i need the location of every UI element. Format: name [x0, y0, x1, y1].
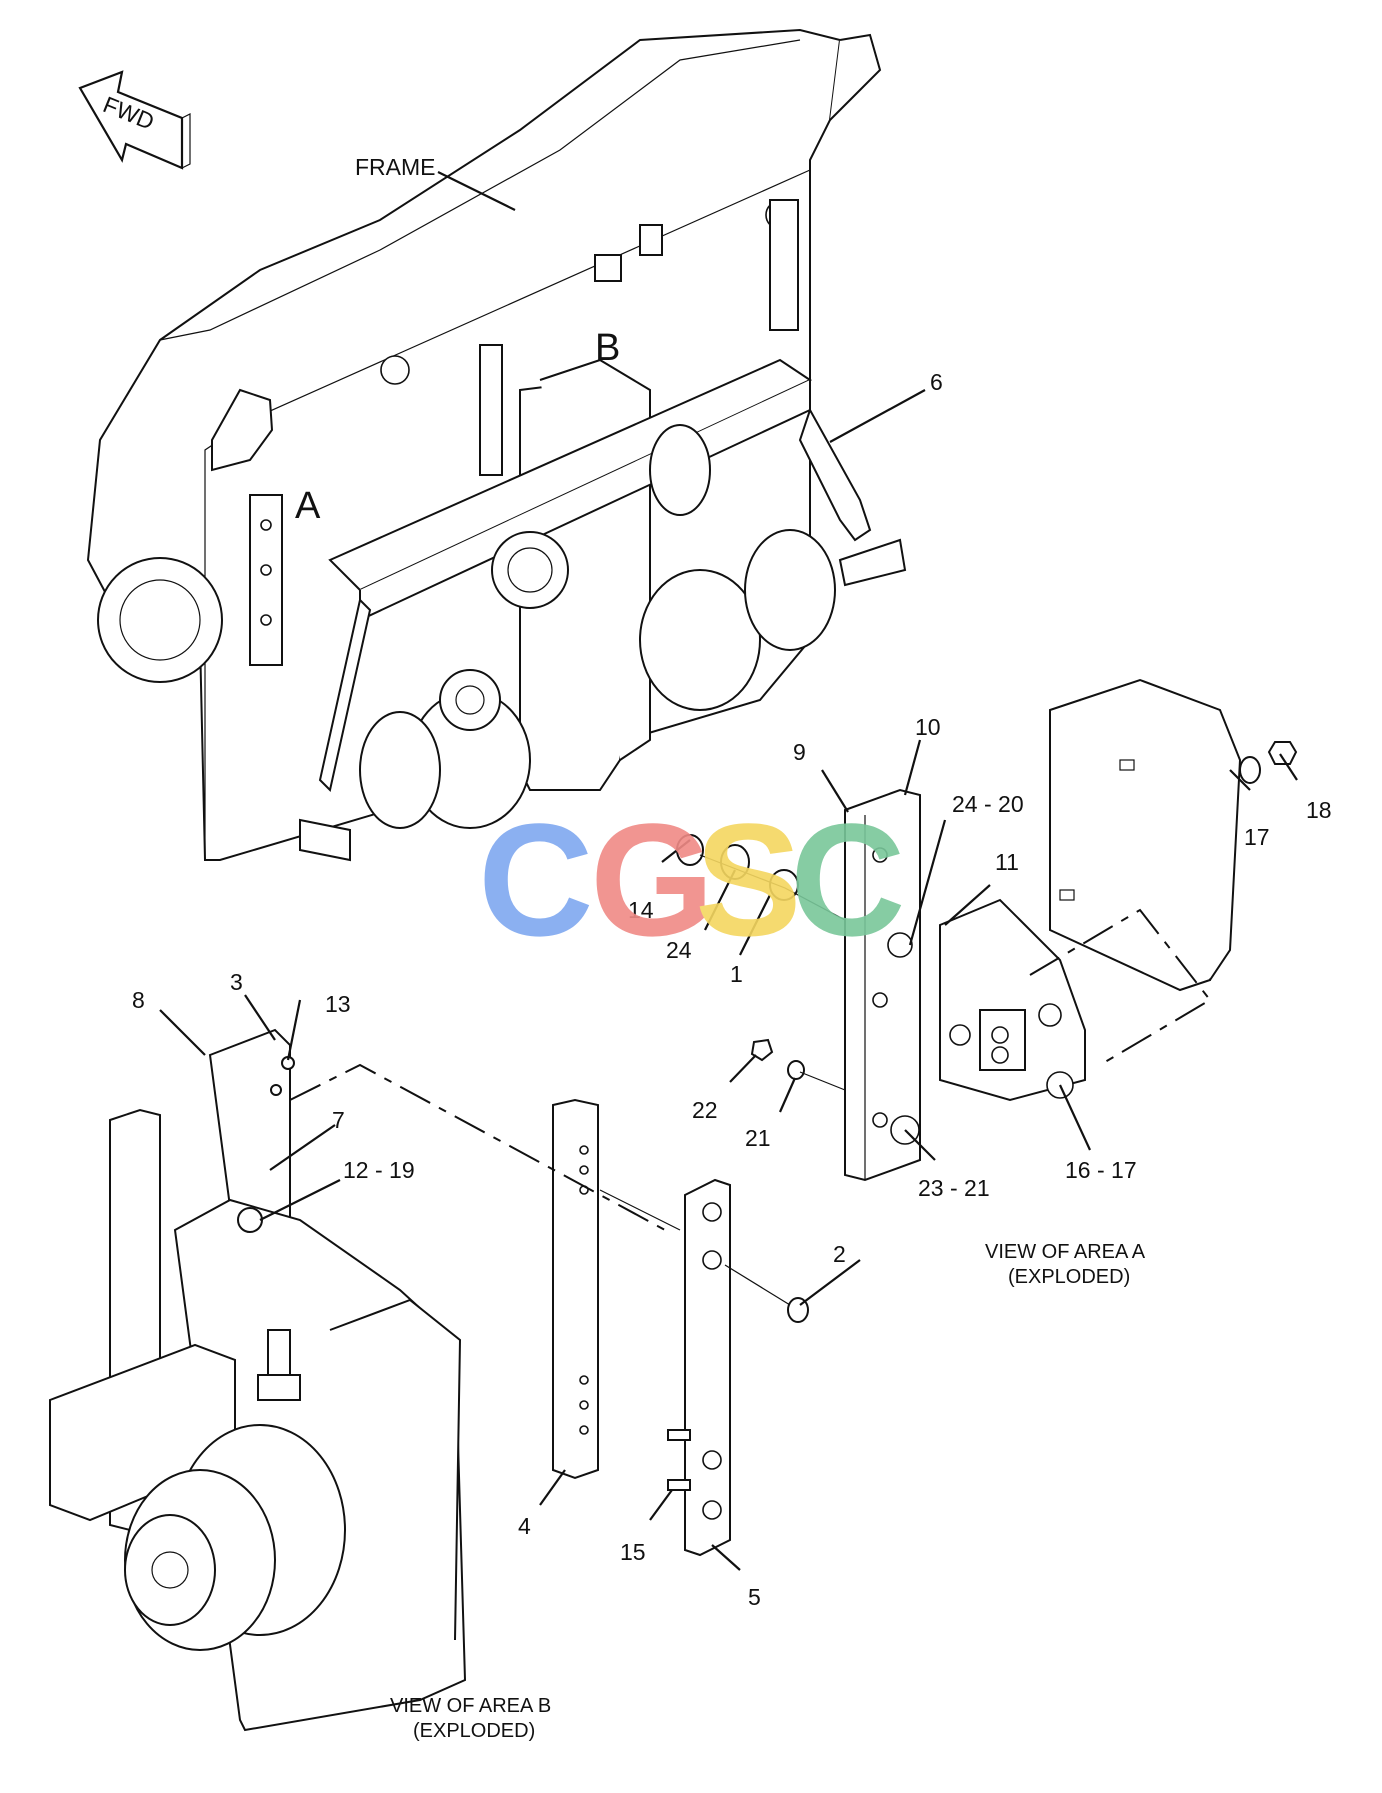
watermark-letter-2: G [590, 790, 714, 969]
callout-9: 9 [793, 739, 806, 765]
area-a-exploded [676, 678, 1298, 1182]
watermark-letter-4: C [790, 790, 906, 969]
leader-lines [159, 171, 1298, 1571]
callout-18: 18 [1306, 797, 1332, 823]
callout-1: 1 [730, 961, 743, 987]
callout-13: 13 [325, 991, 351, 1017]
callout-24-20: 24 - 20 [952, 791, 1024, 817]
fwd-arrow-icon: FWD [78, 70, 191, 170]
callout-21: 21 [745, 1125, 771, 1151]
callout-22: 22 [692, 1097, 718, 1123]
callout-24: 24 [666, 937, 692, 963]
callout-12-19: 12 - 19 [343, 1157, 415, 1183]
area-b-label: B [595, 327, 620, 369]
callout-4: 4 [518, 1513, 531, 1539]
area-a-label: A [295, 485, 321, 527]
callout-10: 10 [915, 714, 941, 740]
callout-2: 2 [833, 1241, 846, 1267]
callout-17: 17 [1244, 824, 1270, 850]
callout-16-17: 16 - 17 [1065, 1157, 1137, 1183]
view-b-line2: (EXPLODED) [413, 1720, 535, 1742]
frame-label: FRAME [355, 154, 436, 180]
fwd-label: FWD [100, 91, 158, 135]
callout-3: 3 [230, 969, 243, 995]
callout-15: 15 [620, 1539, 646, 1565]
callout-7: 7 [332, 1107, 345, 1133]
frame-assembly [86, 28, 907, 862]
callout-11: 11 [995, 849, 1019, 875]
view-a-line2: (EXPLODED) [1008, 1266, 1130, 1288]
area-b-exploded [49, 1028, 809, 1732]
view-a-line1: VIEW OF AREA A [985, 1241, 1146, 1263]
callout-8: 8 [132, 987, 145, 1013]
watermark-letter-3: S [695, 790, 802, 969]
callout-14: 14 [628, 897, 654, 923]
view-b-line1: VIEW OF AREA B [390, 1695, 551, 1717]
callout-6: 6 [930, 369, 943, 395]
callout-5: 5 [748, 1584, 761, 1610]
diagram-labels: FRAME A B 6 9 10 24 - 20 11 18 17 14 24 … [132, 154, 1332, 1742]
cgsc-watermark-logo: C G S C [478, 790, 906, 969]
callout-23-21: 23 - 21 [918, 1175, 990, 1201]
watermark-letter-1: C [478, 790, 594, 969]
